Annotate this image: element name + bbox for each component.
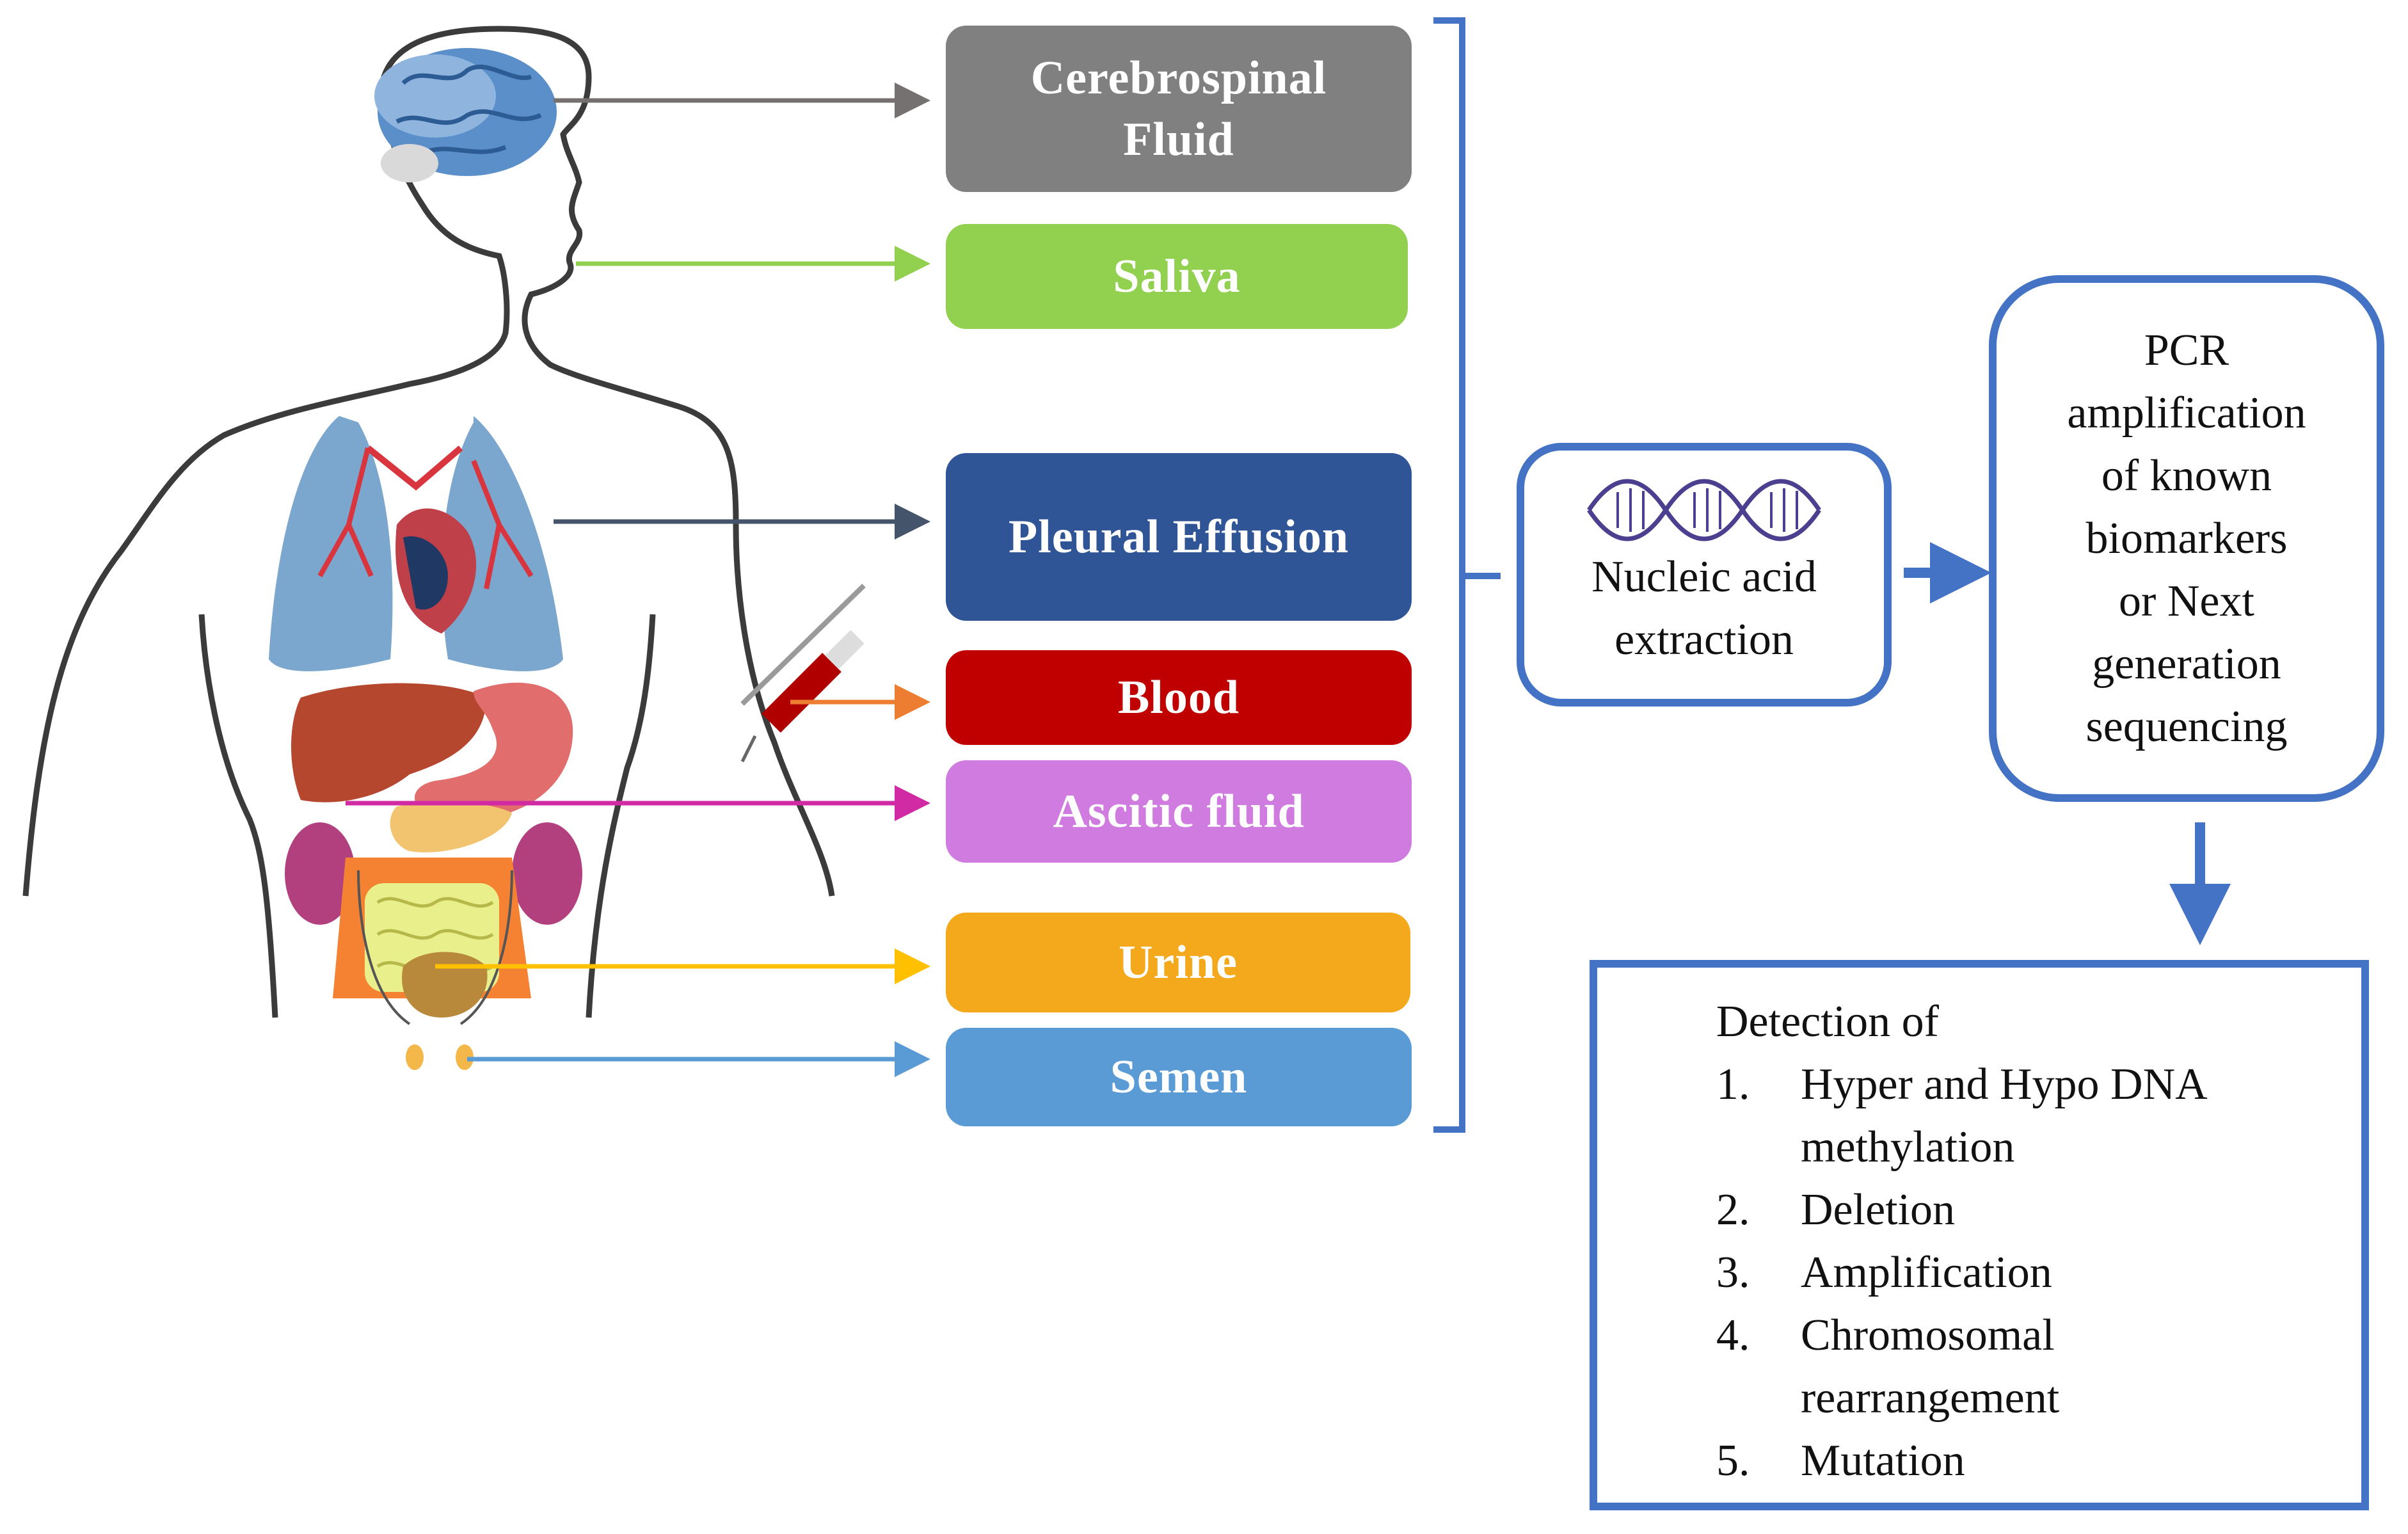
detection-box: Detection of 1. Hyper and Hypo DNA methy…: [1590, 960, 2369, 1510]
sample-box-pleural-effusion: Pleural Effusion: [946, 453, 1412, 621]
sample-label: Urine: [1119, 936, 1238, 989]
sample-label: Blood: [1117, 671, 1240, 724]
sample-label: Semen: [1110, 1051, 1248, 1103]
syringe-icon: [740, 584, 866, 763]
stomach-organ: [414, 682, 573, 820]
sample-box-blood: Blood: [946, 650, 1412, 745]
liver-organ: [291, 683, 486, 803]
testes-organ: [406, 1044, 474, 1070]
pancreas-organ: [390, 802, 512, 852]
dna-double-helix-icon: [1587, 479, 1821, 541]
sample-box-semen: Semen: [946, 1028, 1412, 1126]
sample-box-saliva: Saliva: [946, 224, 1408, 329]
heart-organ: [395, 508, 477, 634]
pcr-ngs-box: PCR amplification of known biomarkers or…: [1989, 275, 2384, 802]
extraction-label: Nucleic acid extraction: [1591, 552, 1817, 664]
kidneys-organ: [285, 822, 582, 925]
detection-item-text: Deletion: [1801, 1185, 1956, 1234]
sample-box-cerebrospinal-fluid: Cerebrospinal Fluid: [946, 26, 1412, 192]
detection-item-number: 5.: [1716, 1436, 1750, 1485]
sample-label: Cerebrospinal Fluid: [1030, 52, 1327, 166]
detection-item-number: 4.: [1716, 1311, 1750, 1360]
left-arm-inner: [198, 614, 278, 1018]
detection-item-text: Amplification: [1801, 1248, 2052, 1297]
sample-label: Saliva: [1113, 250, 1241, 303]
right-arm-inner: [586, 614, 656, 1018]
sample-box-ascitic-fluid: Ascitic fluid: [946, 760, 1412, 863]
sample-label: Ascitic fluid: [1053, 785, 1305, 838]
lungs-organ: [269, 416, 563, 671]
body-silhouette: [22, 26, 835, 897]
sample-label: Pleural Effusion: [1009, 511, 1349, 563]
detection-item-number: 2.: [1716, 1185, 1750, 1234]
sample-bracket: [1433, 17, 1501, 1133]
pcr-ngs-label: PCR amplification of known biomarkers or…: [2067, 325, 2306, 751]
brain-organ: [374, 48, 557, 182]
detection-item-text: Hyper and Hypo DNA methylation: [1801, 1060, 2205, 1172]
detection-item-text: Mutation: [1801, 1436, 1965, 1485]
detection-item-text: Chromosomal rearrangement: [1801, 1311, 2060, 1423]
sample-box-urine: Urine: [946, 913, 1410, 1012]
detection-item-number: 1.: [1716, 1060, 1750, 1109]
nucleic-acid-extraction-box: Nucleic acid extraction: [1517, 443, 1892, 707]
detection-heading: Detection of: [1716, 997, 1939, 1046]
detection-item-number: 3.: [1716, 1248, 1750, 1297]
